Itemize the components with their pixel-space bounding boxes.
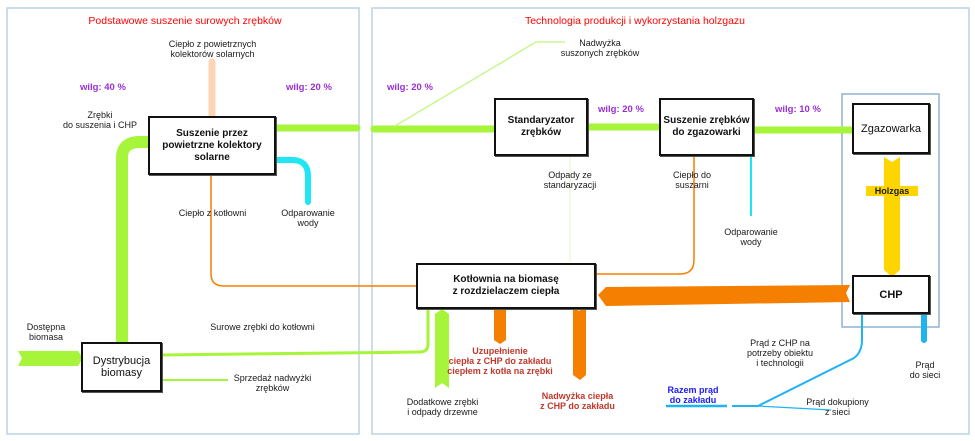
solar-heat-label: Ciepło z powietrznych kolektorów solarny… — [168, 39, 257, 59]
evaporation-label-2: Odparowanie wody — [724, 227, 778, 247]
dryer-heat-label: Ciepło do suszarni — [672, 170, 712, 190]
gasifier-chp-group — [841, 93, 940, 328]
holzgas-arrow — [884, 157, 900, 277]
right-panel-title: Technologia produkcji i wykorzystania ho… — [524, 15, 746, 27]
holzgas-label: Holzgas — [866, 186, 918, 196]
heat-supplement-label: Uzupełnienie ciepła z CHP do zakładu cie… — [447, 346, 553, 376]
gasifier-box[interactable]: Zgazowarka — [852, 103, 930, 154]
left-panel-title: Podstawowe suszenie surowych zrębków — [88, 15, 282, 27]
boiler-heat-label: Ciepło z kotłowni — [178, 208, 247, 218]
boiler-box[interactable]: Kotłownia na biomasę z rozdzielaczem cie… — [416, 263, 596, 309]
chp-box[interactable]: CHP — [852, 275, 930, 314]
heat-surplus-label: Nadwyżka ciepła z CHP do zakładu — [540, 391, 615, 411]
moisture-label-20-a: wilg: 20 % — [286, 82, 332, 93]
additional-chips-arrow — [435, 309, 449, 388]
chips-for-drying-label: Zrębki do suszenia i CHP — [62, 110, 138, 130]
available-biomass-label: Dostępna biomasa — [26, 322, 66, 342]
moisture-label-20-c: wilg: 20 % — [598, 104, 644, 115]
standardizer-box[interactable]: Standaryzator zrębków — [494, 98, 588, 156]
heat-supplement-arrow — [494, 306, 506, 344]
moisture-label-10: wilg: 10 % — [775, 104, 821, 115]
dryer-heat-line — [594, 156, 695, 275]
chp-power-label: Prąd z CHP na potrzeby obiektu i technol… — [746, 338, 814, 368]
bought-power-line — [757, 405, 832, 411]
dried-surplus-label: Nadwyżka suszonych zrębków — [560, 38, 640, 58]
available-biomass-arrow — [18, 351, 83, 366]
right-panel — [371, 7, 970, 435]
power-to-grid-label: Prąd do sieci — [909, 360, 941, 380]
moisture-label-20-b: wilg: 20 % — [387, 82, 433, 93]
additional-chips-label: Dodatkowe zrębki i odpady drzewne — [406, 397, 479, 417]
gasifier-dryer-box[interactable]: Suszenie zrębków do zgazowarki — [659, 98, 754, 156]
surplus-sale-label: Sprzedaż nadwyżki zrębków — [233, 373, 312, 393]
raw-chips-to-boiler-label: Surowe zrębki do kotłowni — [210, 322, 315, 332]
std-waste-label: Odpady ze standaryzacji — [543, 170, 597, 190]
boiler-heat-line — [210, 176, 417, 287]
chp-heat-arrow — [598, 285, 850, 306]
distribution-box[interactable]: Dystrybucja biomasy — [81, 342, 162, 392]
raw-chips-to-boiler-line — [159, 310, 430, 357]
moisture-label-40: wilg: 40 % — [80, 82, 126, 93]
bought-power-label: Prąd dokupiony z sieci — [806, 397, 869, 417]
heat-surplus-arrow — [573, 306, 586, 380]
chips-to-dryer-pipe — [116, 136, 156, 351]
evaporation-pipe-1 — [273, 157, 311, 205]
total-power-label: Razem prąd do zakładu — [667, 385, 719, 405]
solar-dryer-box[interactable]: Suszenie przez powietrzne kolektory sola… — [148, 116, 276, 175]
left-panel — [6, 7, 360, 435]
dried-surplus-line — [394, 41, 565, 127]
chp-power-line — [732, 314, 863, 407]
evaporation-label-1: Odparowanie wody — [281, 208, 335, 228]
